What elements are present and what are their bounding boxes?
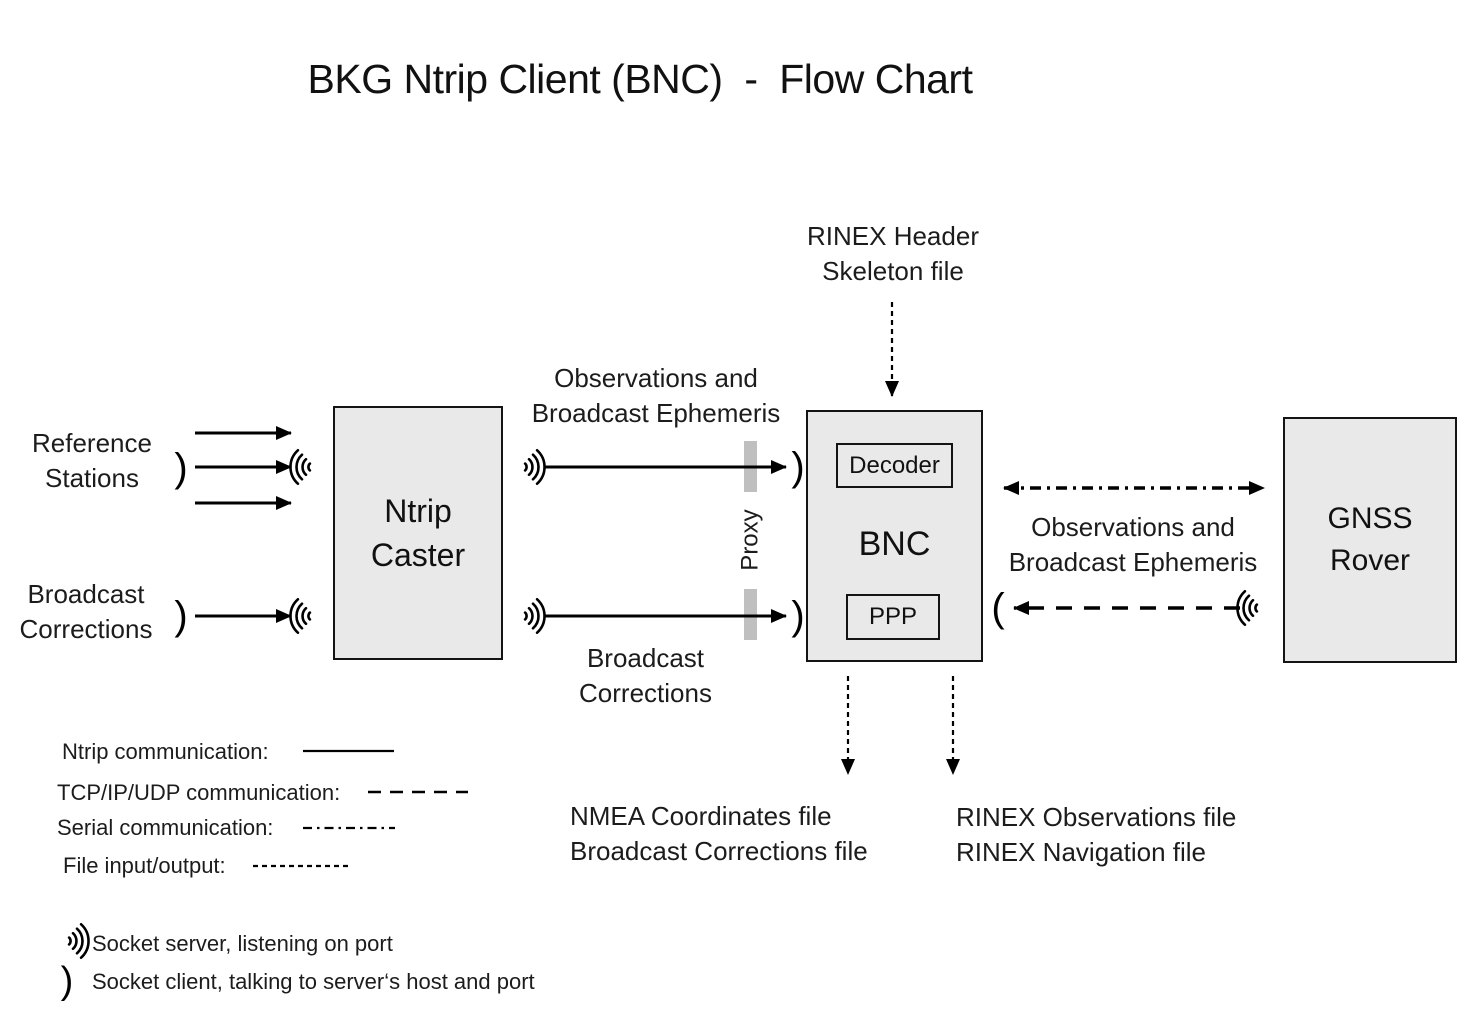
legend-tcp-label: TCP/IP/UDP communication: xyxy=(57,780,341,805)
reference-stations-label: Reference Stations xyxy=(32,428,152,493)
socket-client-icon-corr: ) xyxy=(174,594,188,638)
socket-server-icon-caster-right-bottom xyxy=(523,597,546,635)
ppp-box: PPP xyxy=(846,594,940,640)
ntrip-caster-box: Ntrip Caster xyxy=(333,406,503,660)
legend-ntrip-label: Ntrip communication: xyxy=(62,739,269,764)
nmea-output-label: NMEA Coordinates file Broadcast Correcti… xyxy=(570,801,868,866)
decoder-box: Decoder xyxy=(836,443,953,488)
legend-line-samples xyxy=(253,749,468,868)
bnc-label: BNC xyxy=(858,525,931,563)
socket-client-legend-icon: ) xyxy=(60,960,74,1002)
broadcast-corrections-stream-label: Broadcast Corrections xyxy=(579,643,712,708)
obs-ephemeris-caster-label: Observations and Broadcast Ephemeris xyxy=(531,363,781,428)
socket-client-icon-ref: ) xyxy=(174,446,188,490)
gnss-rover-box: GNSS Rover xyxy=(1283,417,1457,663)
socket-client-icon-bnc-bottom: ) xyxy=(791,594,805,638)
legend-serial-label: Serial communication: xyxy=(57,815,274,840)
proxy-label: Proxy xyxy=(736,509,764,571)
rinex-output-label: RINEX Observations file RINEX Navigation… xyxy=(956,802,1237,867)
socket-server-icon-caster-left-bottom xyxy=(289,597,312,635)
gnss-rover-label-line1: GNSS xyxy=(1327,502,1413,535)
ntrip-caster-label-line1: Ntrip xyxy=(384,493,452,529)
socket-server-icon-caster-right-top xyxy=(523,448,546,486)
ntrip-caster-label-line2: Caster xyxy=(370,537,466,573)
gnss-rover-label-line2: Rover xyxy=(1329,544,1411,577)
legend-socket-client-label: Socket client, talking to server‘s host … xyxy=(92,969,535,994)
broadcast-corrections-input-label: Broadcast Corrections xyxy=(19,579,153,644)
socket-client-icon-bnc-right: ( xyxy=(991,586,1005,630)
legend-socket-server-label: Socket server, listening on port xyxy=(92,931,393,956)
obs-ephemeris-rover-label: Observations and Broadcast Ephemeris xyxy=(1008,512,1258,577)
decoder-label: Decoder xyxy=(849,451,940,479)
bnc-box: Decoder BNC PPP xyxy=(806,410,983,662)
legend-file-label: File input/output: xyxy=(63,853,226,878)
socket-server-icon-rover xyxy=(1236,589,1259,627)
socket-server-icon-caster-left-top xyxy=(289,448,312,486)
socket-server-legend-icon xyxy=(67,922,90,960)
page-title: BKG Ntrip Client (BNC) - Flow Chart xyxy=(307,56,973,102)
rinex-header-skeleton-label: RINEX Header Skeleton file xyxy=(807,221,979,286)
ppp-label: PPP xyxy=(868,603,918,630)
socket-client-icon-bnc-top: ) xyxy=(791,445,805,489)
